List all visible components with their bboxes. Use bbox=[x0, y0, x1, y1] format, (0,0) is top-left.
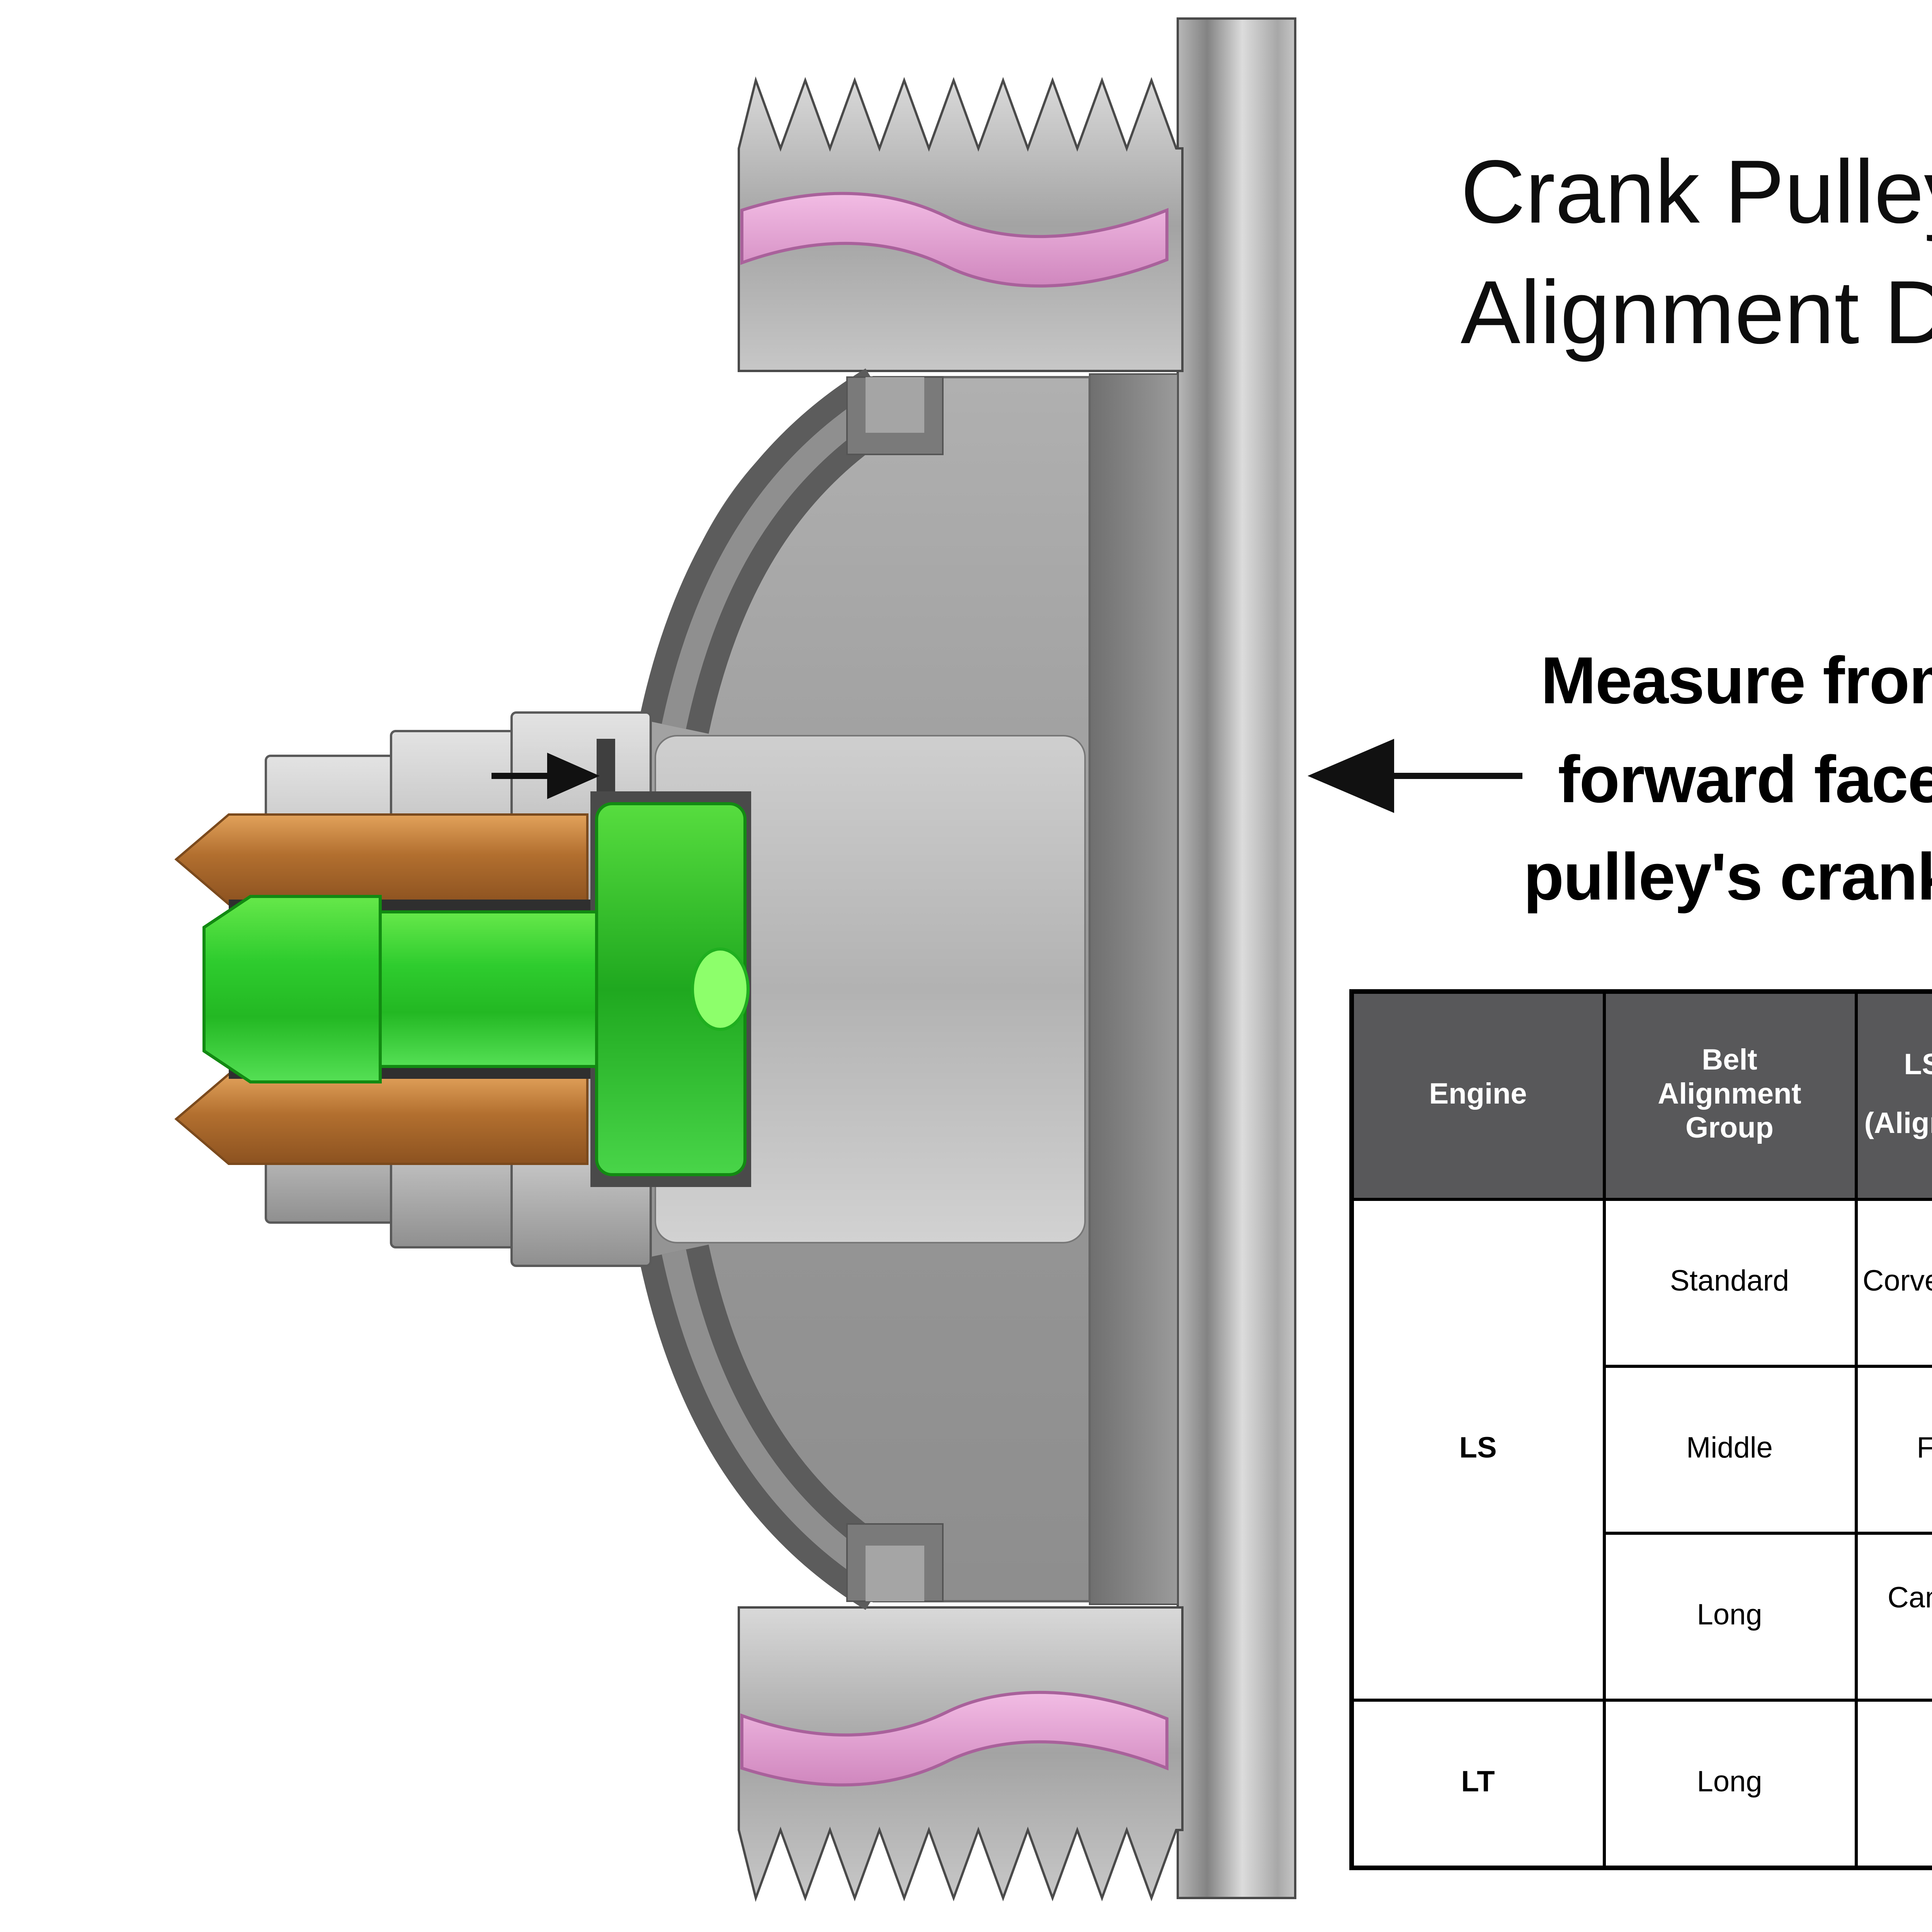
isolator-band-bottom bbox=[740, 1690, 1168, 1787]
annotation-line3: pulley's crank bolt surface. bbox=[1523, 841, 1932, 915]
pulley-forward-face bbox=[1177, 17, 1296, 1899]
pulley-cross-section-diagram bbox=[174, 17, 1522, 1902]
cell-engine-ls: LS bbox=[1350, 1198, 1605, 1702]
cell-application: F-body / GTO bbox=[1854, 1365, 1932, 1535]
measurement-annotation: Measure from the pulley's forward face, … bbox=[1468, 634, 1932, 929]
cell-engine-lt: LT bbox=[1350, 1699, 1605, 1869]
annotation-line1: Measure from the pulley's bbox=[1541, 645, 1932, 719]
alignment-table: Engine Belt Alignment Group LS Applicati… bbox=[1349, 989, 1932, 1870]
cell-group: Middle bbox=[1602, 1365, 1857, 1535]
page-title: Crank Pulley Belt Alignment Determinatio… bbox=[1461, 133, 1932, 375]
header-engine: Engine bbox=[1350, 990, 1605, 1201]
rim-step-bottom-face bbox=[866, 1546, 924, 1601]
cell-application: Camaro ('10-UP) / Truck (all) bbox=[1854, 1532, 1932, 1702]
web-highlight-bottom bbox=[662, 1249, 891, 1590]
cell-application: Corvette / CTS-V / G8 bbox=[1854, 1198, 1932, 1368]
table-row: LT Long Truck (all) 3.5" 89 MM bbox=[1350, 1699, 1932, 1869]
header-belt-alignment-group: Belt Alignment Group bbox=[1602, 990, 1857, 1201]
crank-bolt-head bbox=[202, 895, 382, 1083]
header-ls-application: LS Application (Alignment Specific) bbox=[1854, 990, 1932, 1201]
crank-snout-bottom bbox=[174, 1073, 588, 1165]
measure-arrow-left-icon bbox=[1308, 739, 1522, 813]
cell-application: Truck (all) bbox=[1854, 1699, 1932, 1869]
table-header-row: Engine Belt Alignment Group LS Applicati… bbox=[1350, 990, 1932, 1201]
annotation-line2: forward face, back to the bbox=[1558, 743, 1932, 817]
cell-group: Standard bbox=[1602, 1198, 1857, 1368]
isolator-band-top bbox=[740, 192, 1168, 288]
cell-group: Long bbox=[1602, 1532, 1857, 1702]
page-title-line2: Alignment Determination bbox=[1461, 263, 1932, 364]
crank-snout-top bbox=[174, 813, 588, 905]
crank-bolt-tip bbox=[691, 947, 750, 1031]
hub-step-arrow-icon bbox=[492, 753, 600, 799]
table-row: LS Standard Corvette / CTS-V / G8 1.5" 3… bbox=[1350, 1198, 1932, 1702]
page-title-line1: Crank Pulley Belt bbox=[1461, 142, 1932, 243]
rim-step-top-face bbox=[866, 377, 924, 433]
table-row: Long Camaro ('10-UP) / Truck (all) 3" 75… bbox=[1352, 1532, 1932, 1702]
cell-group: Long bbox=[1602, 1699, 1857, 1869]
pulley-inner-bore bbox=[1089, 373, 1179, 1605]
table-row: Middle F-body / GTO 2.25" 55 MM bbox=[1352, 1365, 1932, 1535]
crank-bolt-shaft bbox=[366, 910, 604, 1068]
web-highlight-top bbox=[662, 388, 891, 729]
